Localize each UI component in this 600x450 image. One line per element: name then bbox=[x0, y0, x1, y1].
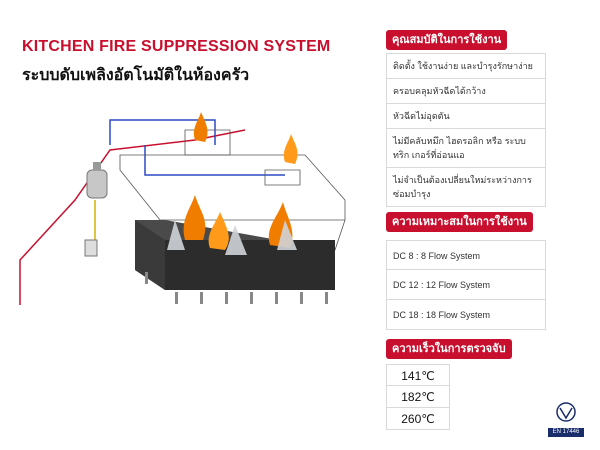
certification-standard: EN 17446 bbox=[552, 429, 580, 435]
suitability-list: DC 8 : 8 Flow System DC 12 : 12 Flow Sys… bbox=[386, 240, 546, 330]
list-item: DC 8 : 8 Flow System bbox=[386, 240, 546, 270]
list-item: 141℃ bbox=[386, 364, 450, 386]
bsi-certification-logo: EN 17446 bbox=[545, 398, 587, 440]
page-title-th: ระบบดับเพลิงอัตโนมัติในห้องครัว bbox=[22, 67, 250, 84]
features-list: ติดตั้ง ใช้งานง่าย และบำรุงรักษาง่าย ครอ… bbox=[386, 53, 546, 207]
list-item: ไม่จำเป็นต้องเปลี่ยนใหม่ระหว่างการซ่อมบำ… bbox=[386, 168, 546, 207]
agent-cylinder-icon bbox=[86, 162, 108, 199]
list-item: 182℃ bbox=[386, 386, 450, 408]
list-item: หัวฉีดไม่อุดตัน bbox=[386, 104, 546, 129]
page-title-en: KITCHEN FIRE SUPPRESSION SYSTEM bbox=[22, 38, 331, 55]
flame-icon bbox=[183, 112, 298, 250]
list-item: ครอบคลุมหัวฉีดได้กว้าง bbox=[386, 79, 546, 104]
detection-heading: ความเร็วในการตรวจจับ bbox=[386, 339, 512, 359]
list-item: 260℃ bbox=[386, 408, 450, 430]
list-item: ไม่มีคลับหมึก ไฮดรอลิก หรือ ระบบทริก เกอ… bbox=[386, 129, 546, 168]
list-item: ติดตั้ง ใช้งานง่าย และบำรุงรักษาง่าย bbox=[386, 53, 546, 79]
features-heading: คุณสมบัติในการใช้งาน bbox=[386, 30, 508, 50]
suitability-heading: ความเหมาะสมในการใช้งาน bbox=[386, 212, 533, 232]
control-box-icon bbox=[84, 239, 98, 257]
detection-list: 141℃ 182℃ 260℃ bbox=[386, 364, 450, 430]
spray-icon bbox=[167, 220, 297, 255]
list-item: DC 18 : 18 Flow System bbox=[386, 300, 546, 330]
kitchen-system-illustration bbox=[19, 112, 346, 305]
list-item: DC 12 : 12 Flow System bbox=[386, 270, 546, 300]
